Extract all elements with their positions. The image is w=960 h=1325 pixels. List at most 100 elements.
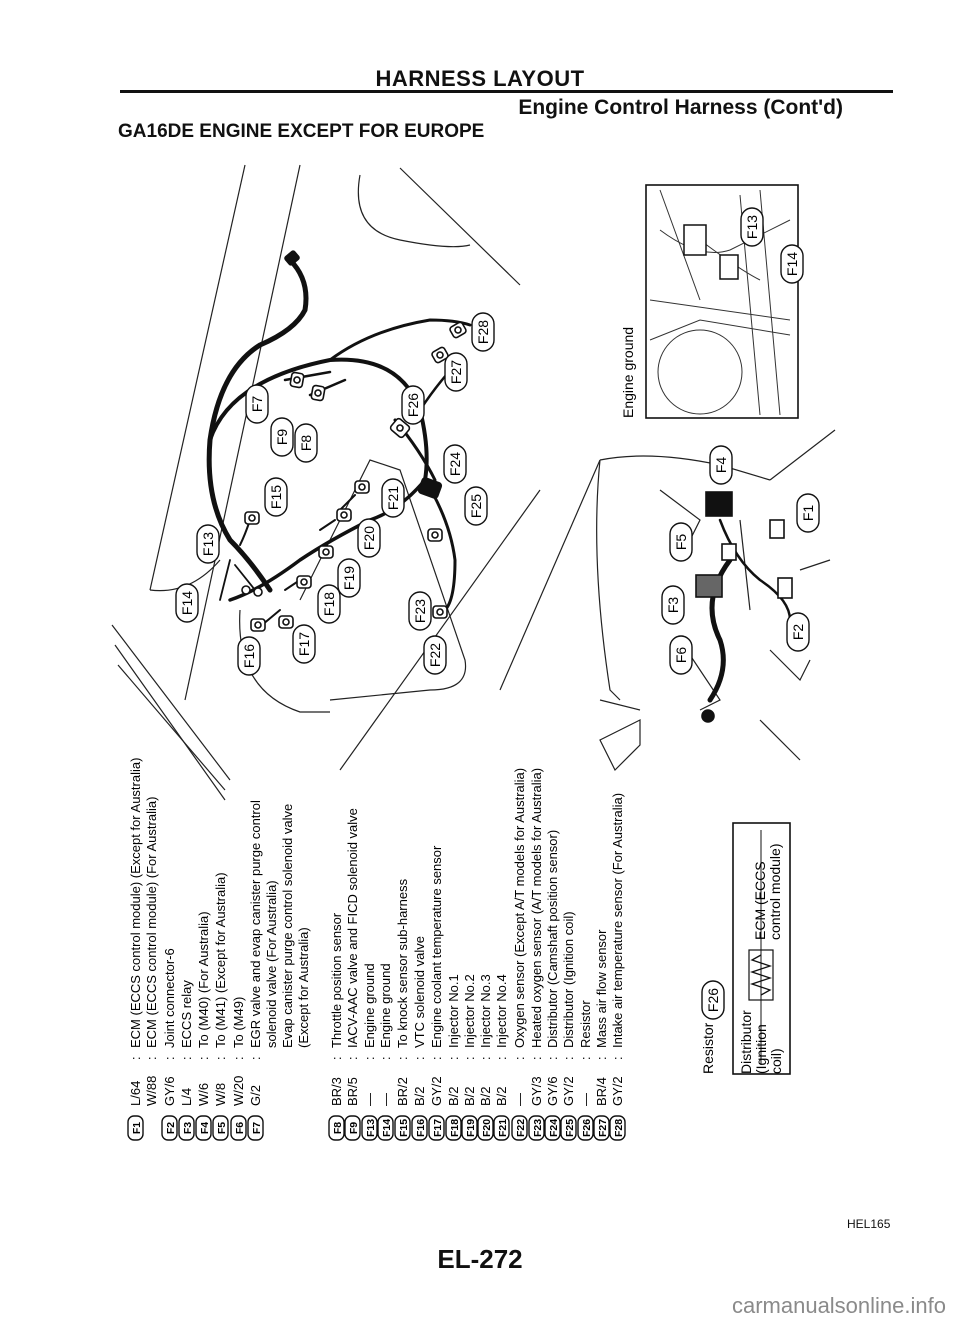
legend-code-badge: [377, 1115, 394, 1141]
legend-code-badge: [428, 1115, 445, 1141]
legend-code: F22: [515, 1119, 527, 1137]
legend-wire: GY/6: [162, 1076, 177, 1106]
legend-row: F1L/64:ECM (ECCS control module) (Except…: [127, 758, 144, 1141]
legend-row: solenoid valve (For Australia): [264, 880, 279, 1048]
distributor-label-2: (Ignition: [753, 1024, 769, 1074]
callout-label: F19: [341, 566, 357, 590]
legend-code: F25: [564, 1119, 576, 1137]
ecm-label-2: control module): [767, 844, 783, 941]
callout-oval: [196, 524, 220, 564]
legend-separator: :: [462, 1056, 477, 1060]
legend-wire: —: [578, 1093, 593, 1106]
legend-description: EGR valve and evap canister purge contro…: [248, 800, 263, 1048]
callout-f7: F7: [245, 384, 269, 424]
callout-label: F21: [385, 486, 401, 510]
legend-wire: GY/2: [429, 1076, 444, 1106]
callout-f16: F16: [237, 636, 261, 676]
legend-code-badge: [178, 1115, 195, 1141]
legend-code-badge: [195, 1115, 212, 1141]
legend-description: Injector No.4: [494, 974, 509, 1048]
legend-description: Joint connector-6: [162, 948, 177, 1048]
legend-code: F20: [481, 1119, 493, 1137]
legend-wire: BR/3: [329, 1077, 344, 1106]
legend-separator: :: [329, 1056, 344, 1060]
callout-label: F28: [475, 320, 491, 344]
legend-description: Throttle position sensor: [329, 912, 344, 1048]
legend-description: To knock sensor sub-harness: [395, 878, 410, 1048]
callout-label: F16: [241, 644, 257, 668]
legend-code: F18: [449, 1119, 461, 1137]
callout-f23: F23: [408, 591, 432, 631]
legend-description: solenoid valve (For Australia): [264, 880, 279, 1048]
legend-wire: L/4: [179, 1088, 194, 1106]
legend-row: F13—:Engine ground: [361, 963, 378, 1141]
legend-code: F23: [532, 1119, 544, 1137]
callout-oval: [471, 312, 495, 352]
callout-oval: [337, 558, 361, 598]
legend-code-badge: [411, 1115, 428, 1141]
legend-code: F3: [182, 1122, 194, 1134]
callout-oval: [401, 385, 425, 425]
callout-oval: [444, 352, 468, 392]
legend-row: W/88:ECM (ECCS control module) (For Aust…: [144, 797, 159, 1106]
ecm-label-1: ECM (ECCS: [752, 861, 768, 940]
callout-f9: F9: [270, 417, 294, 457]
legend-row: F7G/2:EGR valve and evap canister purge …: [247, 800, 264, 1141]
callout-oval: [264, 477, 288, 517]
legend-separator: :: [196, 1056, 211, 1060]
legend-code-badge: [609, 1115, 626, 1141]
callout-oval: [709, 445, 733, 485]
header-rule: [120, 90, 893, 93]
callout-oval: [317, 584, 341, 624]
legend-code-badge: [247, 1115, 264, 1141]
legend-description: Engine ground: [378, 963, 393, 1048]
callout-label: F26: [405, 393, 421, 417]
legend-separator: :: [578, 1056, 593, 1060]
legend-code-badge: [528, 1115, 545, 1141]
callout-f5: F5: [669, 522, 693, 562]
legend-code: F13: [365, 1119, 377, 1137]
legend-description: Injector No.1: [446, 974, 461, 1048]
page-subtitle: Engine Control Harness (Cont'd): [518, 96, 843, 119]
legend-wire: —: [512, 1093, 527, 1106]
legend-code: F1: [131, 1122, 143, 1134]
legend-description: Engine ground: [362, 963, 377, 1048]
callout-oval: [661, 585, 685, 625]
legend-wire: BR/4: [594, 1077, 609, 1106]
legend-code-badge: [161, 1115, 178, 1141]
legend-description: IACV-AAC valve and FICD solenoid valve: [345, 808, 360, 1048]
callout-f21: F21: [381, 478, 405, 518]
legend-row: Evap canister purge control solenoid val…: [280, 804, 295, 1048]
callout-label: F1: [800, 505, 816, 522]
callout-f20: F20: [357, 518, 381, 558]
legend-description: ECCS relay: [179, 980, 194, 1048]
legend-separator: :: [494, 1056, 509, 1060]
legend-description: Distributor (Camshaft position sensor): [545, 830, 560, 1048]
callout-oval: [294, 423, 318, 463]
legend-separator: :: [128, 1056, 143, 1060]
legend-description: ECM (ECCS control module) (Except for Au…: [128, 758, 143, 1048]
callout-oval: [669, 635, 693, 675]
legend-code: F27: [597, 1119, 609, 1137]
legend-code: F2: [165, 1122, 177, 1134]
legend-separator: :: [162, 1056, 177, 1060]
legend-code: F6: [234, 1122, 246, 1134]
watermark: carmanualsonline.info: [731, 1293, 946, 1318]
callout-oval: [669, 522, 693, 562]
legend-separator: :: [362, 1056, 377, 1060]
callout-label: F24: [447, 452, 463, 476]
legend-row: F5W/8:To (M41) (Except for Australia): [212, 872, 229, 1141]
callout-oval: [740, 207, 764, 247]
legend-row: F14—:Engine ground: [377, 963, 394, 1141]
legend-code-badge: [230, 1115, 247, 1141]
distributor-label-3: coil): [768, 1048, 784, 1074]
legend-row: F26—:Resistor: [577, 1000, 594, 1141]
legend-code: F21: [497, 1119, 509, 1137]
callout-oval: [443, 444, 467, 484]
